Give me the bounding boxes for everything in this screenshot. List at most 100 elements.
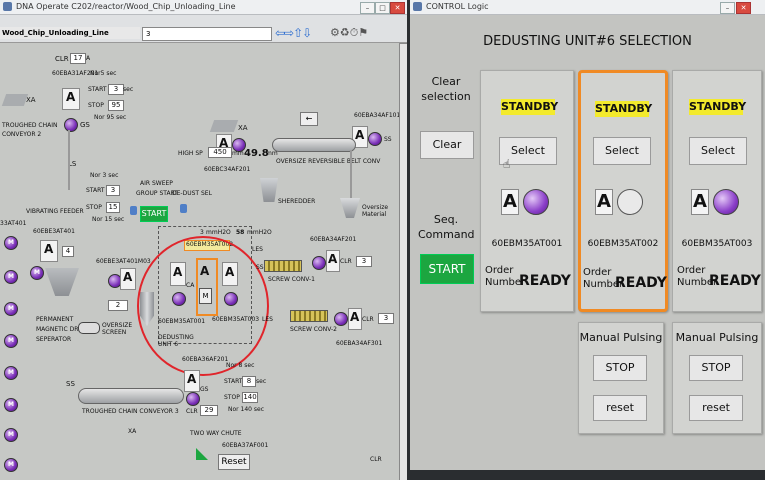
reset-button-left[interactable]: Reset (218, 454, 250, 470)
unit-panel-3: STANDBY Select A 60EBM35AT003 Order Numb… (672, 70, 762, 312)
pulsing-stop-button-2[interactable]: STOP (689, 355, 743, 381)
start-value-3[interactable]: 8 (242, 376, 256, 387)
motor-icon[interactable] (232, 138, 246, 152)
oversize-bin-icon (340, 198, 360, 218)
select-button-unit-3[interactable]: Select (689, 137, 747, 165)
motor-a-block-6 (326, 250, 340, 272)
chute-icon (209, 120, 239, 132)
auto-mode-indicator: A (595, 189, 613, 215)
current-4-value: 4 (62, 246, 74, 257)
conveyor2-label: CONVEYOR 2 (2, 131, 42, 138)
sec-label-3: sec (256, 378, 267, 385)
gs-label-1: GS (80, 121, 90, 129)
start-value-1[interactable]: 3 (108, 84, 124, 95)
oversize-belt-conveyor (272, 138, 356, 152)
stop-value-1[interactable]: 95 (108, 100, 124, 111)
annotation-red-circle (137, 236, 269, 376)
minimize-icon[interactable]: – (720, 2, 735, 14)
toolbar-tools-icon[interactable]: ⚙♻⏱⚑ (330, 26, 369, 39)
selection-heading: DEDUSTING UNIT#6 SELECTION (483, 34, 692, 49)
motor-icon[interactable]: M (30, 266, 44, 280)
minimize-icon[interactable]: – (360, 2, 375, 14)
motor-icon[interactable] (334, 312, 348, 326)
letter-a-3: A (123, 270, 133, 284)
pulsing-reset-button-1[interactable]: reset (593, 395, 647, 421)
vibrating-feeder-label: VIBRATING FEEDER (26, 208, 84, 215)
tag-a34af301: 60EBA34AF301 (336, 340, 383, 347)
oversize-material-label: Oversize Material (362, 204, 389, 218)
motor-icon[interactable]: M (4, 270, 18, 284)
control-titlebar: CONTROL Logic – ✕ (410, 0, 765, 15)
mm-unit: mm (232, 150, 244, 157)
operate-titlebar: DNA Operate C202/reactor/Wood_Chip_Unloa… (0, 0, 407, 15)
cursor-hand-icon: ☝ (503, 157, 511, 171)
pulsing-stop-button-1[interactable]: STOP (593, 355, 647, 381)
seq-start-button[interactable]: START (420, 254, 474, 284)
current-2-value: 2 (108, 300, 128, 311)
motor-icon[interactable] (312, 256, 326, 270)
troughed-chain-conveyor-3 (78, 388, 184, 404)
motor-icon[interactable] (186, 392, 200, 406)
stop-label-3: STOP (224, 394, 240, 401)
group-start-button[interactable]: START (140, 206, 168, 222)
screw-conveyor-1 (264, 260, 302, 272)
motor-icon[interactable] (64, 118, 78, 132)
mm-unit-2: mm (266, 150, 278, 157)
auto-mode-indicator: A (501, 189, 519, 215)
nav-arrows-icon[interactable]: ⇦⇨⇧⇩ (275, 26, 312, 40)
maximize-icon[interactable]: □ (375, 2, 390, 14)
select-button-unit-1[interactable]: Select (499, 137, 557, 165)
clr-label-3: CLR (362, 316, 374, 323)
xa-label-2: XA (238, 124, 248, 132)
air-sweep-label: AIR SWEEP (140, 180, 173, 187)
start-value-2[interactable]: 3 (106, 185, 120, 196)
tag-c34af201: 60EBC34AF201 (204, 166, 251, 173)
clr-label-2: CLR (340, 258, 352, 265)
mmh2o-unit-1: mmH2O (206, 229, 231, 236)
motor-a-block-5 (352, 126, 368, 148)
back-arrow-icon[interactable]: ← (300, 112, 318, 126)
select-button-unit-2[interactable]: Select (593, 137, 651, 165)
control-logic-window: CONTROL Logic – ✕ DEDUSTING UNIT#6 SELEC… (410, 0, 765, 470)
tag-at401: 60EBE3AT401 (33, 228, 75, 235)
motor-icon[interactable] (368, 132, 382, 146)
drum-icon (78, 322, 100, 334)
motor-running-icon (713, 189, 739, 215)
standby-badge: STANDBY (595, 101, 653, 117)
unit-tag-2: 60EBM35AT002 (587, 239, 659, 249)
pulsing-reset-button-2[interactable]: reset (689, 395, 743, 421)
les-label-1: LES (252, 246, 263, 253)
letter-a-5: A (355, 128, 365, 142)
motor-icon[interactable]: M (4, 458, 18, 472)
close-icon[interactable]: ✕ (390, 2, 405, 14)
motor-icon[interactable]: M (4, 236, 18, 250)
order-status-value: READY (519, 273, 571, 289)
motor-icon[interactable]: M (4, 428, 18, 442)
troughed-chain3-label: TROUGHED CHAIN CONVEYOR 3 (82, 408, 179, 415)
clr-label-5: CLR (370, 456, 382, 463)
nor3-label: Nor 3 sec (90, 172, 119, 179)
manual-pulsing-panel-2: Manual Pulsing STOP reset (672, 322, 762, 434)
toolbar-input[interactable]: 3 (142, 27, 272, 41)
motor-icon[interactable]: M (4, 398, 18, 412)
motor-a-block-8 (184, 370, 200, 392)
stop-value-2[interactable]: 15 (106, 202, 120, 213)
letter-a-4: A (219, 136, 229, 150)
clear-button[interactable]: Clear (420, 131, 474, 159)
high-sp-value[interactable]: 450 (208, 147, 232, 158)
group-start-label: GROUP START (136, 190, 178, 197)
motor-icon[interactable]: M (4, 302, 18, 316)
stop-label-2: STOP (86, 204, 102, 211)
stop-value-3[interactable]: 140 (242, 392, 258, 403)
unit-tag-1: 60EBM35AT001 (491, 239, 563, 249)
mmh2o-58-value: 58 (236, 229, 245, 236)
clr-label-4: CLR (186, 408, 198, 415)
scrollbar-right[interactable] (399, 43, 407, 480)
xa-label-1: XA (26, 96, 36, 104)
motor-icon[interactable]: M (4, 366, 18, 380)
letter-a-8: A (187, 372, 197, 386)
unit-tag-3: 60EBM35AT003 (681, 239, 753, 249)
motor-icon[interactable]: M (4, 334, 18, 348)
close-icon[interactable]: ✕ (736, 2, 751, 14)
current-29-value: 29 (200, 405, 218, 416)
